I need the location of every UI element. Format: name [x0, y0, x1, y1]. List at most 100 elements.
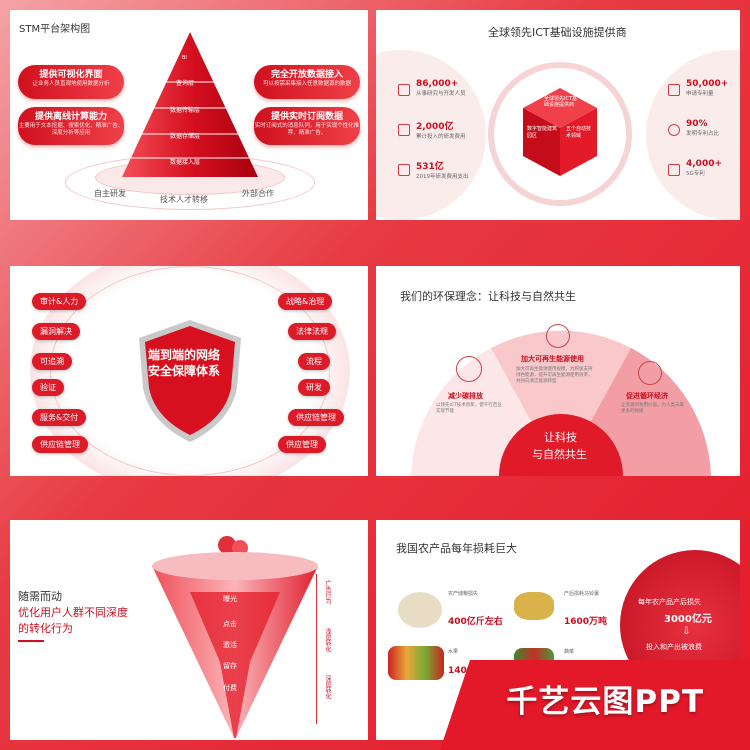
circle-value: 3000亿元	[664, 614, 712, 625]
feature-pill[interactable]: 提供实时订阅数据实时订阅式的消息队列，用于实现个性化推荐、精准广告、	[254, 107, 360, 145]
pill-head: 提供实时订阅数据	[270, 112, 343, 122]
stat: 50,000+申请专利量	[686, 79, 729, 97]
money-icon	[398, 124, 410, 136]
slide-environment[interactable]: 我们的环保理念：让科技与自然共生 减少碳排放 以领先ICT技术创新，使千行百业实…	[376, 266, 740, 476]
cube	[523, 88, 597, 176]
grain-image	[398, 592, 442, 628]
slide-title: 我国农产品每年损耗巨大	[396, 542, 517, 555]
cube-left-text: 数字智能建筑园区	[527, 126, 558, 139]
signal-icon	[668, 164, 680, 176]
brand-text: 千艺云图PPT	[506, 684, 704, 720]
pyramid	[122, 32, 258, 177]
tag-right[interactable]: 战略&治理	[278, 293, 333, 310]
recycle-icon	[638, 361, 662, 385]
pyramid-level: 查询层	[176, 80, 195, 87]
potato-image	[514, 592, 554, 620]
patent-icon	[668, 84, 680, 96]
people-icon	[398, 84, 410, 96]
tag-left[interactable]: 漏洞解决	[32, 323, 80, 340]
stat: 4,000+5G专利	[686, 159, 723, 177]
brand-banner	[440, 660, 750, 750]
funnel-stage: 激活	[223, 641, 237, 649]
funnel-stage: 曝光	[223, 595, 237, 603]
segment-head: 促进循环经济	[626, 392, 668, 400]
cube-top-text: 全球领先ICT基础设施提供商	[544, 96, 578, 108]
shield-text: 安全保障体系	[148, 364, 221, 378]
pill-sub: 让业务人员直观地使用数据分析	[32, 81, 110, 87]
tag-right[interactable]: 流程	[298, 353, 330, 370]
item-value: 1600万吨	[564, 617, 608, 627]
tag-right[interactable]: 供应链管理	[288, 409, 344, 426]
lead-text: 优化用户人群不同深度	[18, 606, 128, 619]
pyramid-level: 数据接入层	[170, 159, 201, 166]
accent-line	[18, 640, 44, 642]
tag-right[interactable]: 研发	[298, 379, 330, 396]
slide-security[interactable]: 端到端的网络 安全保障体系 审计&人力 漏洞解决 可追溯 验证 服务&交付 供应…	[10, 266, 368, 476]
item-label: 蔬菜	[564, 649, 575, 655]
feature-pill[interactable]: 提供可视化界面让业务人员直观地使用数据分析	[18, 65, 124, 99]
tag-left[interactable]: 服务&交付	[32, 409, 87, 426]
segment-head: 加大可再生能源使用	[521, 355, 584, 363]
pill-sub: 可以按需采集接入任意数据源的数据	[262, 81, 351, 87]
base-label: 技术人才转移	[160, 195, 208, 204]
tag-left[interactable]: 供应链管理	[32, 436, 88, 453]
tag-right[interactable]: 供应管理	[278, 436, 326, 453]
pyramid-level: 数据存储层	[170, 133, 201, 140]
funnel-stage: 留存	[223, 662, 237, 670]
stat: 86,000+从事研究与开发人员	[416, 79, 466, 97]
segment-sub: 以领先ICT技术创新，使千行百业实现节能	[436, 403, 502, 414]
feature-pill[interactable]: 提供离线计算能力主要用于文本挖掘、搜索优化、精准广告、深度分析等应用	[18, 107, 124, 145]
bracket	[316, 574, 320, 724]
shield-text: 端到端的网络	[148, 348, 221, 362]
center-text: 与自然共生	[532, 448, 587, 461]
funnel-stage: 付费	[223, 684, 237, 692]
funnel	[152, 552, 318, 738]
pill-sub: 实时订阅式的消息队列，用于实现个性化推荐、精准广告、	[254, 123, 360, 136]
item-label: 产后损耗马铃薯	[564, 591, 600, 597]
stat: 2,000亿累计投入的研发费用	[416, 122, 466, 140]
segment-head: 减少碳排放	[448, 392, 483, 400]
tag-left[interactable]: 可追溯	[32, 353, 72, 370]
base-label: 外部合作	[242, 189, 274, 198]
item-label: 农产储粮损失	[448, 591, 479, 597]
pie-icon	[668, 124, 680, 136]
slide-title: STM平台架构图	[19, 24, 91, 35]
tag-left[interactable]: 验证	[32, 379, 64, 396]
slide-ict[interactable]: 全球领先ICT基础设施提供商 全球领先ICT基础设施提供商 数字智能建筑园区 五…	[376, 10, 740, 220]
item-label: 水果	[448, 649, 459, 655]
energy-icon	[546, 324, 570, 348]
slide-architecture[interactable]: STM平台架构图 BI 查询层 数据传输层 数据存储层 数据接入层 提供可视化界…	[10, 10, 368, 220]
user-icon	[218, 536, 236, 554]
slide-title: 全球领先ICT基础设施提供商	[488, 26, 627, 39]
side-label: 浅层转化	[324, 628, 331, 652]
cube-right-text: 五个自动技术领域	[566, 126, 592, 139]
pyramid-level: 数据传输层	[170, 107, 201, 114]
leaf-icon	[456, 356, 482, 382]
slide-title: 我们的环保理念：让科技与自然共生	[400, 290, 576, 303]
pill-sub: 主要用于文本挖掘、搜索优化、精准广告、深度分析等应用	[18, 123, 124, 136]
lead-text: 的转化行为	[18, 622, 73, 635]
fruit-image	[388, 646, 444, 680]
segment-sub: 加大可再生能源使用规模，为积极支持绿色能源，提升可再生能源使用效率，共同向清洁能…	[516, 367, 593, 384]
feature-pill[interactable]: 完全开放数据接入可以按需采集接入任意数据源的数据	[254, 65, 360, 99]
item-value: 400亿斤左右	[448, 617, 503, 627]
wallet-icon	[398, 164, 410, 176]
bg-ring-line	[50, 266, 330, 476]
circle-line: 投入和产出被浪费	[646, 643, 702, 651]
item-value: 1400	[448, 666, 474, 676]
lead-text: 随需而动	[18, 590, 62, 603]
shield-icon	[139, 320, 241, 442]
tag-left[interactable]: 审计&人力	[32, 293, 87, 310]
circle-line: 每年农产品产后损失	[638, 598, 701, 606]
down-arrow-icon: ⇩	[682, 626, 691, 637]
pill-head: 完全开放数据接入	[270, 70, 343, 80]
slide-funnel[interactable]: 随需而动 优化用户人群不同深度 的转化行为 曝光 点击 激活 留存 付费 广告行…	[10, 520, 368, 740]
segment-sub: 让资源的利用价值，为人类未来更多的物质	[621, 403, 684, 414]
semicircle-diagram	[411, 330, 711, 476]
funnel-stage: 点击	[223, 620, 237, 628]
tag-right[interactable]: 法律法规	[288, 323, 336, 340]
pyramid-level: BI	[182, 55, 187, 61]
side-label: 深层转化	[324, 675, 331, 699]
center-text: 让科技	[544, 431, 577, 444]
